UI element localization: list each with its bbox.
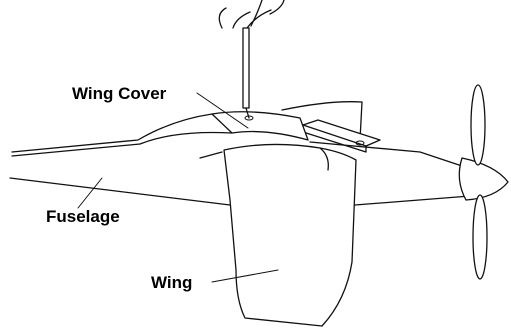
screwdriver-hand-drawing — [219, 0, 284, 118]
wing-drawing — [224, 144, 356, 326]
label-wing-cover: Wing Cover — [72, 84, 167, 103]
propeller-drawing — [459, 85, 508, 279]
label-wing: Wing — [151, 273, 192, 292]
label-fuselage: Fuselage — [46, 207, 120, 226]
